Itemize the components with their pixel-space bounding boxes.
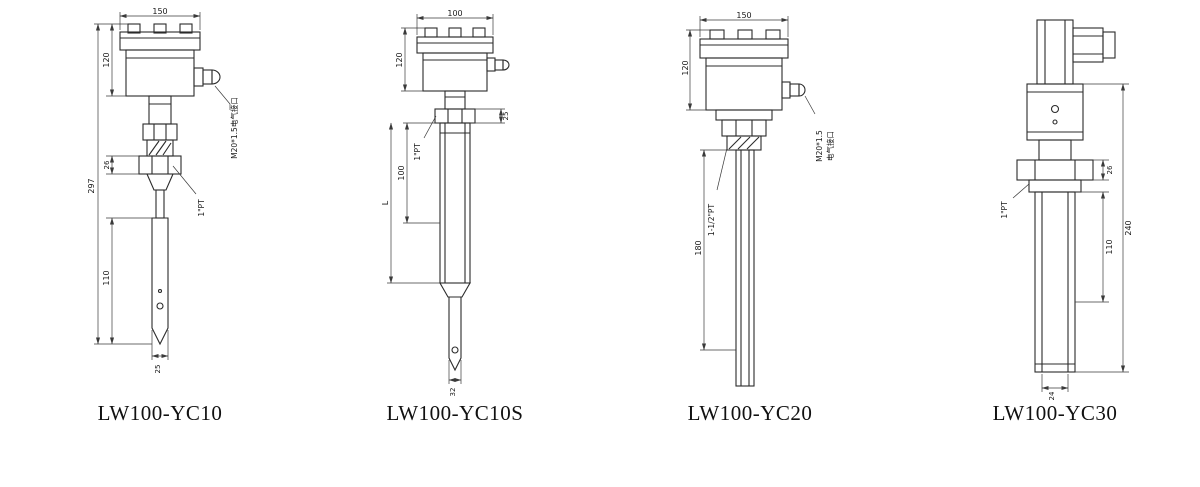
device-outline: [416, 27, 510, 372]
leader-thread: [716, 147, 728, 191]
leader-thread: [423, 115, 437, 139]
device-outline: [119, 23, 221, 346]
figure-yc30: 240 26 110 24 1"PT LW100-YC30: [905, 6, 1200, 426]
figure-yc20: 150 120 180 M20*1.5 电气接口 1-1/2"PT LW100-…: [600, 6, 900, 426]
dim-fork-length: 110: [102, 270, 111, 285]
leader-cable-gland: [804, 95, 816, 115]
dim-top-width: 150: [736, 11, 751, 20]
process-thread-label: 1"PT: [197, 199, 206, 217]
process-thread-label: 1"PT: [1000, 201, 1009, 219]
drawing-yc10: 150 297 120 26 110 25 M20*1.5电气接口 1"PT: [87, 7, 239, 374]
model-label-yc30: LW100-YC30: [992, 401, 1118, 425]
dim-flange-height: 26: [1106, 165, 1114, 174]
cable-gland-label: M20*1.5电气接口: [229, 97, 239, 159]
dimension-lines: [94, 12, 231, 360]
figure-yc10s: 100 120 25 100 L 32 1"PT LW100-YC10S: [305, 6, 605, 426]
dim-tube-length: L: [381, 200, 390, 205]
dim-top-width: 100: [447, 9, 462, 18]
dim-collar-height: 25: [502, 112, 510, 121]
leader-cable-gland: [214, 85, 231, 110]
dim-housing-height: 120: [102, 52, 111, 67]
dim-housing-height: 120: [395, 52, 404, 67]
dim-tip-width: 24: [1048, 391, 1056, 400]
cable-gland-label-line1: M20*1.5: [815, 130, 824, 162]
dimension-lines: [387, 14, 505, 384]
process-thread-label: 1-1/2"PT: [707, 204, 716, 237]
figure-yc10: 150 297 120 26 110 25 M20*1.5电气接口 1"PT L…: [10, 6, 310, 426]
dim-housing-height: 120: [681, 60, 690, 75]
drawing-yc20: 150 120 180 M20*1.5 电气接口 1-1/2"PT: [681, 11, 835, 387]
drawing-yc30: 240 26 110 24 1"PT: [1000, 19, 1133, 400]
cable-gland-label-line2: 电气接口: [825, 131, 835, 161]
leader-thread: [172, 165, 197, 195]
dim-overall-height: 240: [1124, 220, 1133, 235]
dim-tip-width: 32: [449, 388, 457, 397]
dim-tube-upper: 100: [397, 165, 406, 180]
model-label-yc10s: LW100-YC10S: [386, 401, 524, 425]
dim-tip-width: 25: [154, 365, 162, 374]
dim-overall-height: 297: [87, 178, 96, 193]
device-outline: [1016, 19, 1116, 373]
drawing-yc10s: 100 120 25 100 L 32 1"PT: [381, 9, 510, 397]
dim-pipe-length: 180: [694, 240, 703, 255]
process-thread-label: 1"PT: [413, 143, 422, 161]
leader-thread: [1012, 183, 1030, 199]
dim-probe-length: 110: [1105, 239, 1114, 254]
dimension-lines: [1012, 83, 1129, 392]
device-outline: [699, 29, 806, 387]
dim-top-width: 150: [152, 7, 167, 16]
dimension-lines: [686, 16, 816, 351]
dim-hex-height: 26: [103, 160, 111, 169]
model-label-yc10: LW100-YC10: [97, 401, 223, 425]
model-label-yc20: LW100-YC20: [687, 401, 813, 425]
